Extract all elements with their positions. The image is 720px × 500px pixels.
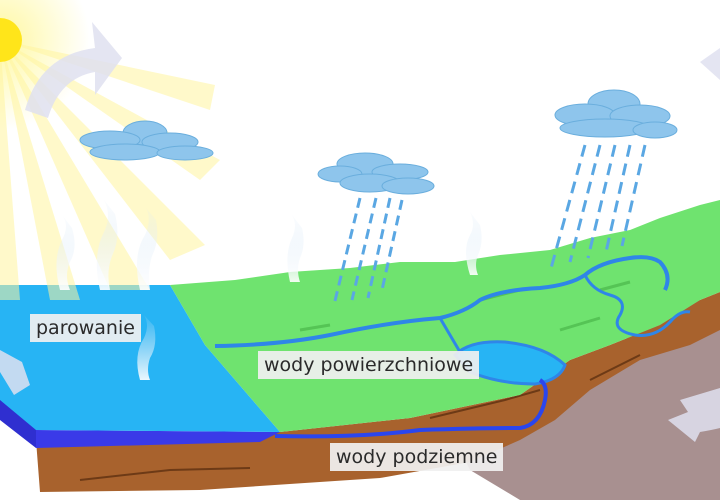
- groundwater-flow: [274, 378, 548, 439]
- label-surface-water: wody powierzchniowe: [258, 351, 480, 379]
- label-groundwater: wody podziemne: [330, 443, 504, 471]
- sea-deep-layer: [36, 430, 280, 448]
- cloud-icon: [554, 89, 678, 139]
- cloud-icon: [79, 120, 214, 161]
- circulation-arrow-icon: [25, 22, 122, 118]
- lake: [452, 340, 567, 386]
- circulation-arrow-icon: [668, 388, 720, 442]
- river: [214, 255, 670, 348]
- circulation-arrow-icon: [700, 48, 720, 80]
- river-meander: [583, 274, 691, 337]
- soil-crack: [79, 354, 641, 481]
- rain-icon: [548, 144, 647, 273]
- circulation-arrow-icon: [0, 350, 30, 395]
- label-evaporation: parowanie: [30, 314, 141, 342]
- river-inlet: [438, 317, 462, 353]
- evaporation-arrow-icon: [56, 200, 482, 380]
- rain-icon: [332, 197, 404, 306]
- cloud-icon: [317, 152, 435, 195]
